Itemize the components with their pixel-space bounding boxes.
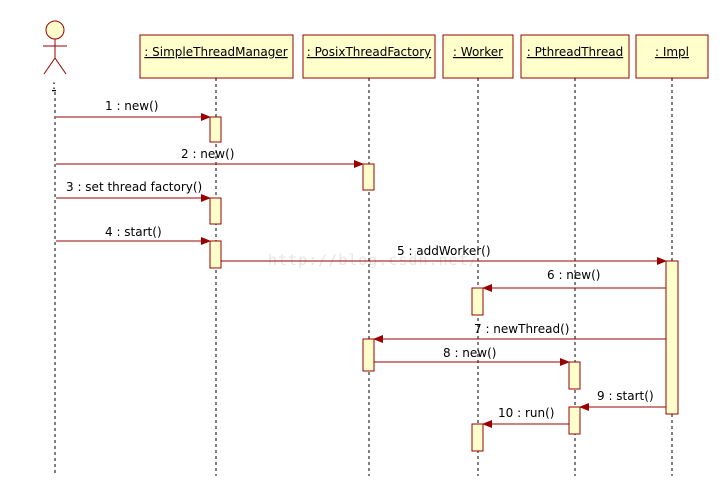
participant-worker: : Worker (442, 34, 514, 79)
participant-pthread: : PthreadThread (520, 34, 630, 79)
participant-label: : SimpleThreadManager (144, 45, 287, 59)
participant-label: : Worker (453, 45, 503, 59)
activation-impl-1 (665, 260, 679, 415)
participant-impl: : Impl (635, 34, 709, 79)
activation-pthread-1 (568, 361, 581, 390)
participant-box (520, 34, 630, 79)
participant-factory: : PosixThreadFactory (302, 34, 436, 79)
activation-manager-3 (209, 240, 222, 269)
message-6: 6 : new() (482, 268, 666, 292)
participant-box (302, 34, 436, 79)
actor-head (45, 20, 65, 40)
message-label: 9 : start() (597, 389, 654, 403)
message-1: 1 : new() (56, 99, 211, 121)
message-label: 1 : new() (105, 99, 158, 113)
activation-manager-2 (209, 197, 222, 225)
participant-box (635, 34, 709, 79)
activation-factory-2 (362, 338, 375, 372)
actor-label: : (52, 78, 56, 92)
participant-label: : PthreadThread (527, 45, 623, 59)
activation-worker-1 (471, 287, 484, 316)
message-label: 5 : addWorker() (397, 244, 491, 258)
actor: : (43, 20, 67, 92)
message-10: 10 : run() (482, 406, 569, 428)
message-8: 8 : new() (374, 346, 570, 366)
message-label: 4 : start() (105, 225, 162, 239)
actor-right-leg (54, 57, 67, 75)
message-label: 3 : set thread factory() (66, 180, 202, 194)
activation-manager-1 (209, 116, 222, 143)
message-5: 5 : addWorker() (221, 244, 667, 265)
message-label: 2 : new() (181, 147, 234, 161)
activation-pthread-2 (568, 406, 581, 435)
participant-box (139, 34, 294, 79)
activation-worker-2 (471, 423, 484, 452)
participant-label: : PosixThreadFactory (307, 45, 432, 59)
message-9: 9 : start() (579, 389, 666, 411)
message-4: 4 : start() (56, 225, 211, 245)
message-7: 7 : newThread() (373, 322, 666, 343)
participant-label: : Impl (655, 45, 689, 59)
message-label: 6 : new() (547, 268, 600, 282)
actor-left-leg (43, 57, 56, 75)
message-label: 10 : run() (498, 406, 554, 420)
message-3: 3 : set thread factory() (56, 180, 211, 202)
participant-manager: : SimpleThreadManager (139, 34, 294, 79)
message-label: 7 : newThread() (474, 322, 569, 336)
activation-factory-1 (362, 163, 375, 191)
watermark-text: http://blog.csdn.net/ (268, 251, 479, 269)
message-2: 2 : new() (56, 147, 364, 168)
message-label: 8 : new() (443, 346, 496, 360)
